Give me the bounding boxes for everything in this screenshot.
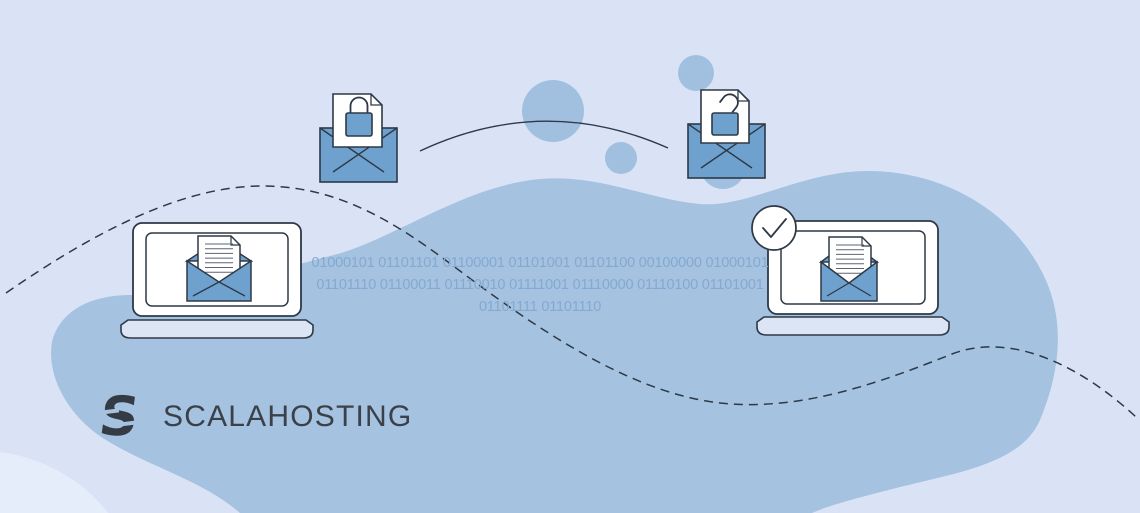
logo-slit-bottom (118, 419, 146, 427)
transfer-arc-line (419, 120, 669, 152)
laptop-sender (120, 222, 314, 339)
letter-text-lines (836, 244, 864, 274)
scalahosting-logo-icon: S (93, 394, 146, 440)
checkmark-icon (762, 218, 787, 238)
closed-shackle-icon (349, 96, 369, 113)
decorative-circle-top (678, 55, 714, 91)
laptop-receiver (751, 205, 950, 336)
letter-envelope-icon (818, 236, 880, 302)
laptop-base (756, 316, 950, 336)
scalahosting-logo: S SCALAHOSTING (93, 394, 412, 440)
light-wedge (0, 452, 108, 513)
binary-code-text: 01000101 01101101 01100001 01101001 0110… (240, 252, 840, 318)
binary-line-2: 01101110 01100011 01110010 01111001 0111… (316, 277, 764, 293)
decorative-circle-small (605, 142, 637, 174)
locked-envelope-icon (319, 93, 398, 183)
logo-s-glyph: S (95, 394, 143, 440)
logo-wordmark: SCALAHOSTING (163, 400, 413, 433)
lock-body (711, 112, 739, 136)
letter-text-lines (205, 243, 233, 273)
unlocked-envelope-icon (687, 89, 766, 179)
letter-envelope-icon (184, 235, 254, 302)
logo-slit-top (93, 408, 120, 416)
checkmark-badge-icon (751, 205, 797, 251)
open-shackle-icon (718, 93, 739, 113)
binary-line-1: 01000101 01101101 01100001 01101001 0110… (311, 255, 769, 271)
laptop-base (120, 319, 314, 339)
lock-body (345, 112, 373, 137)
dashed-route-line (5, 185, 1137, 418)
decorative-circle-large (522, 80, 584, 142)
binary-line-3: 01101111 01101110 (478, 299, 602, 315)
